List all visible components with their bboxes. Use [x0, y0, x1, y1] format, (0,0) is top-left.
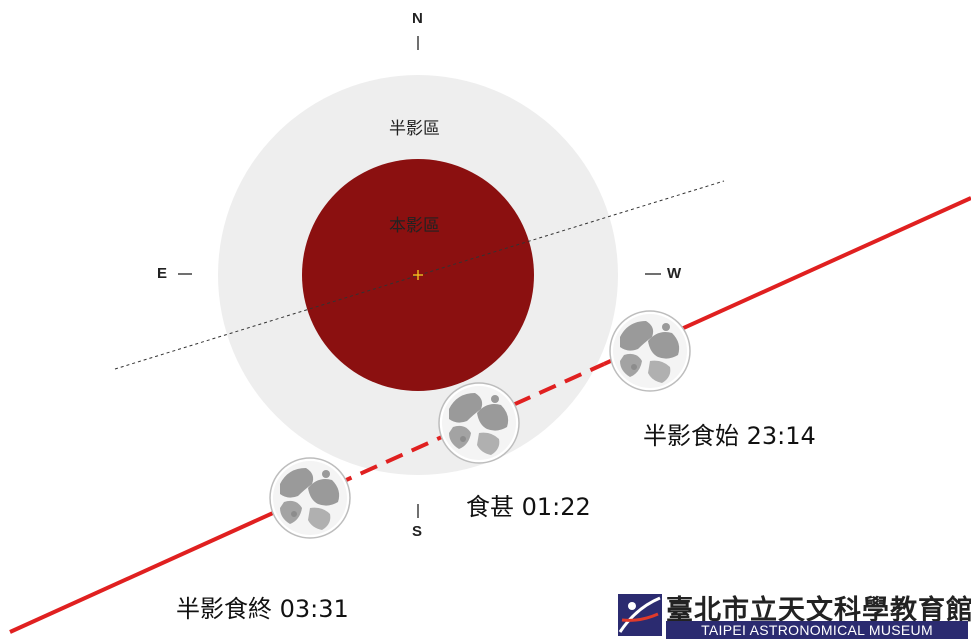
- event-penumbral-start: 半影食始 23:14: [643, 422, 816, 450]
- south-label: S: [412, 523, 423, 540]
- umbra-label: 本影區: [389, 216, 440, 236]
- moon-penumbral-end: [269, 457, 351, 539]
- event-greatest-eclipse: 食甚 01:22: [466, 493, 591, 521]
- moon-greatest-eclipse: [438, 382, 520, 464]
- logo-name-zh: 臺北市立天文科學教育館: [666, 595, 971, 626]
- event-penumbral-end: 半影食終 03:31: [176, 595, 349, 623]
- logo-emblem-icon: [618, 594, 662, 636]
- penumbra-label: 半影區: [389, 119, 440, 139]
- museum-logo: 臺北市立天文科學教育館 TAIPEI ASTRONOMICAL MUSEUM: [618, 592, 971, 639]
- north-label: N: [412, 10, 423, 27]
- logo-name-en: TAIPEI ASTRONOMICAL MUSEUM: [666, 621, 968, 639]
- moon-penumbral-start: [609, 310, 691, 392]
- center-marker: [413, 270, 423, 280]
- east-label: E: [157, 265, 168, 282]
- west-label: W: [667, 265, 682, 282]
